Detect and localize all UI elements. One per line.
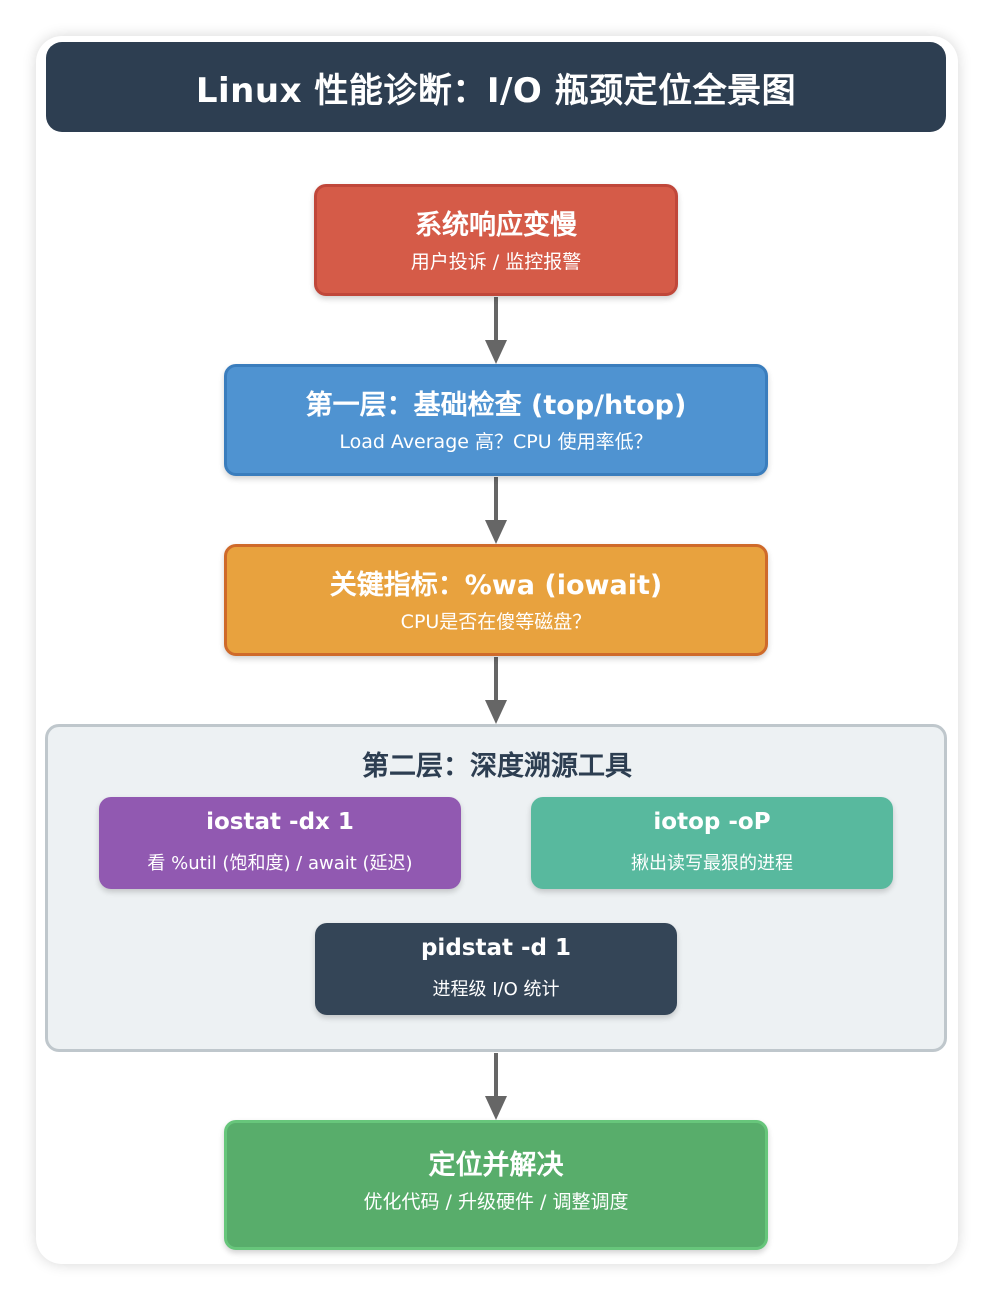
tool-iotop-command: iotop -oP: [653, 809, 771, 835]
tool-iostat-command: iostat -dx 1: [206, 809, 354, 835]
tool-iotop: iotop -oP 揪出读写最狠的进程: [531, 797, 893, 889]
tool-iostat: iostat -dx 1 看 %util (饱和度) / await (延迟): [99, 797, 461, 889]
node-iowait-subtitle: CPU是否在傻等磁盘？: [400, 611, 592, 633]
node-key-metric-iowait: 关键指标：%wa (iowait) CPU是否在傻等磁盘？: [224, 544, 768, 656]
tool-iotop-description: 揪出读写最狠的进程: [631, 853, 793, 874]
node-fix-title: 定位并解决: [428, 1150, 564, 1181]
node-system-slow-title: 系统响应变慢: [415, 210, 577, 241]
tool-iostat-description: 看 %util (饱和度) / await (延迟): [147, 853, 413, 874]
node-locate-and-fix: 定位并解决 优化代码 / 升级硬件 / 调整调度: [224, 1120, 768, 1250]
tool-pidstat-command: pidstat -d 1: [420, 935, 572, 961]
node-layer1-basic-check: 第一层：基础检查 (top/htop) Load Average 高？CPU 使…: [224, 364, 768, 476]
node-system-slow-subtitle: 用户投诉 / 监控报警: [410, 251, 582, 273]
node-layer1-subtitle: Load Average 高？CPU 使用率低？: [339, 431, 653, 453]
node-layer1-title: 第一层：基础检查 (top/htop): [305, 390, 687, 421]
node-iowait-title: 关键指标：%wa (iowait): [329, 570, 663, 601]
tool-pidstat: pidstat -d 1 进程级 I/O 统计: [315, 923, 677, 1015]
layer2-title: 第二层：深度溯源工具: [362, 751, 632, 782]
tool-pidstat-description: 进程级 I/O 统计: [432, 979, 560, 1000]
node-fix-subtitle: 优化代码 / 升级硬件 / 调整调度: [363, 1191, 629, 1213]
diagram-title: Linux 性能诊断：I/O 瓶颈定位全景图: [46, 42, 946, 132]
node-system-slow: 系统响应变慢 用户投诉 / 监控报警: [314, 184, 678, 296]
